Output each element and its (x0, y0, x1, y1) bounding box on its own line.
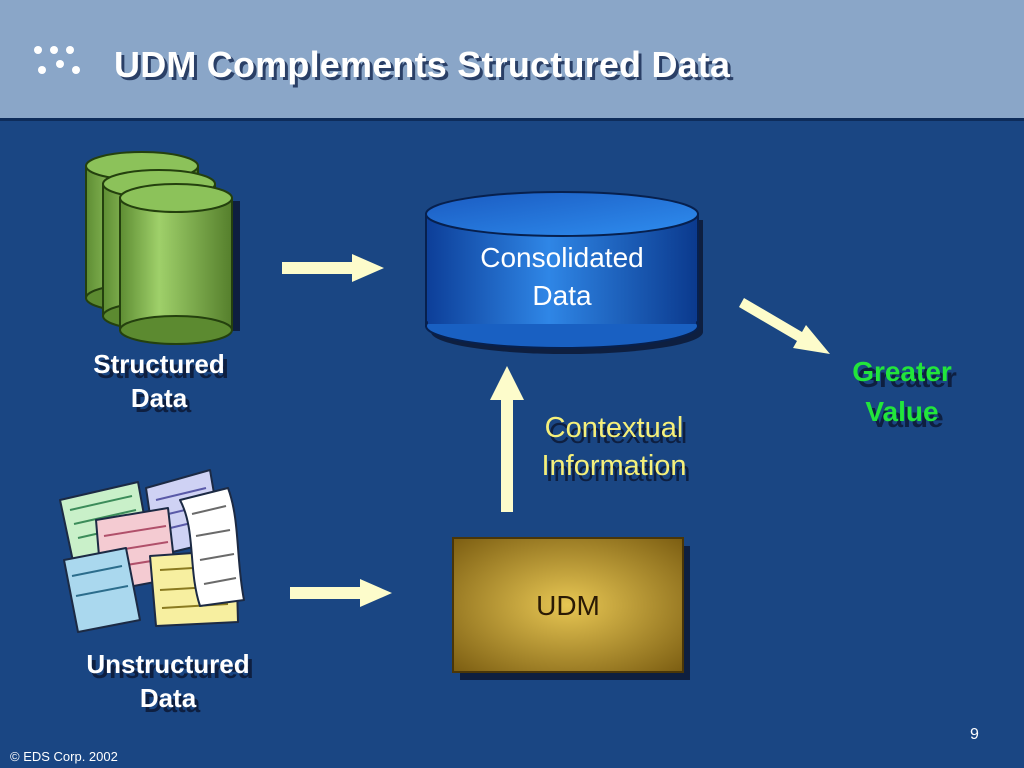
title-divider (0, 118, 1024, 121)
database-stack-icon (85, 151, 240, 345)
udm-label: UDM (536, 590, 600, 621)
slide-number: 9 (970, 726, 979, 743)
arrow-structured-to-consolidated (282, 254, 384, 282)
structured-label-line2: Data (130, 383, 188, 413)
unstructured-label-line2: Data (139, 683, 197, 713)
unstructured-data-label: Unstructured Data (58, 647, 278, 715)
contextual-label-line2: Information (541, 450, 687, 482)
copyright-footer: © EDS Corp. 2002 (10, 749, 118, 764)
consolidated-data-cylinder (425, 191, 703, 354)
greater-label-line1: Greater (852, 356, 952, 387)
greater-label-line2: Value (865, 396, 939, 427)
unstructured-label-line1: Unstructured (86, 649, 250, 679)
structured-data-label: Structured Data (64, 347, 254, 415)
udm-box (452, 537, 690, 680)
contextual-information-label: Contextual Information (514, 409, 714, 485)
paper-documents-icon (59, 469, 245, 633)
arrow-udm-to-consolidated (490, 366, 524, 512)
consolidated-label-line2: Data (532, 280, 592, 311)
structured-label-line1: Structured (93, 349, 225, 379)
consolidated-data-label: Consolidated Data (426, 239, 698, 315)
title-bar (0, 0, 1024, 118)
greater-value-label: Greater Value (812, 352, 992, 432)
consolidated-label-line1: Consolidated (480, 242, 644, 273)
slide-title: UDM Complements Structured Data (114, 44, 731, 85)
arrow-to-greater-value (739, 298, 830, 354)
contextual-label-line1: Contextual (544, 412, 684, 444)
six-dots-icon (34, 46, 80, 74)
arrow-unstructured-to-udm (290, 579, 392, 607)
